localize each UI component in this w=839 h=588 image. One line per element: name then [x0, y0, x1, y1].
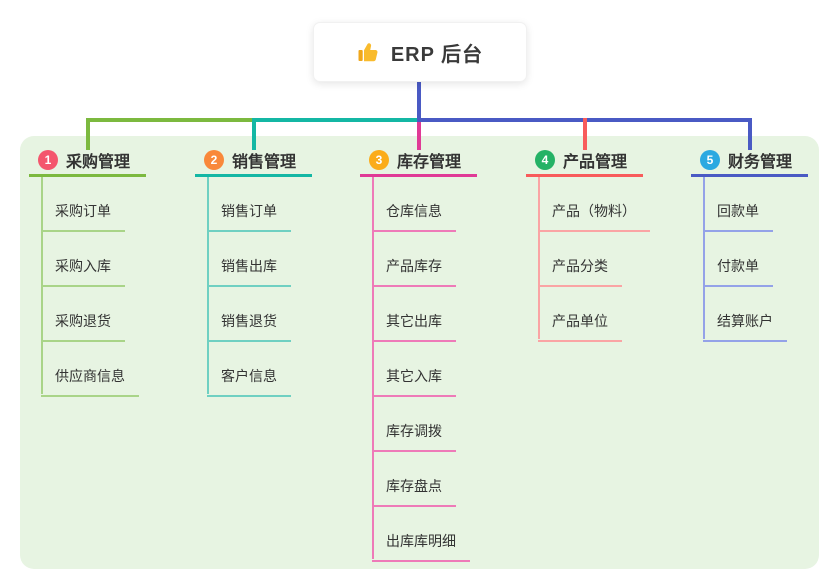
branch-children: 回款单付款单结算账户	[703, 177, 839, 342]
child-node[interactable]: 其它出库	[372, 287, 456, 342]
child-label: 付款单	[717, 258, 759, 274]
branch5-drop-line	[747, 118, 752, 150]
child-label: 产品分类	[552, 258, 608, 274]
branch-children: 采购订单采购入库采购退货供应商信息	[41, 177, 189, 397]
branch-column-3: 3 库存管理仓库信息产品库存其它出库其它入库库存调拨库存盘点出库库明细	[360, 146, 520, 562]
root-node[interactable]: ERP 后台	[313, 22, 527, 82]
branch-children: 产品（物料） 产品分类产品单位	[538, 177, 686, 342]
child-label: 供应商信息	[55, 368, 125, 384]
child-node[interactable]: 销售订单	[207, 177, 291, 232]
child-node[interactable]: 库存调拨	[372, 397, 456, 452]
branch2-drop-line	[251, 118, 256, 150]
child-label: 产品库存	[386, 258, 442, 274]
child-node[interactable]: 回款单	[703, 177, 773, 232]
branch-label: 销售管理	[232, 154, 297, 171]
branch-children: 仓库信息产品库存其它出库其它入库库存调拨库存盘点出库库明细	[372, 177, 520, 562]
branch-underline	[29, 174, 146, 177]
child-node[interactable]: 供应商信息	[41, 342, 139, 397]
branch-node-3[interactable]: 3 库存管理	[360, 146, 520, 174]
branch-index-badge: 4	[535, 150, 555, 170]
branch-underline	[195, 174, 312, 177]
child-node[interactable]: 库存盘点	[372, 452, 456, 507]
branch-column-1: 1 采购管理采购订单采购入库采购退货供应商信息	[29, 146, 189, 397]
branch4-drop-line	[582, 118, 587, 150]
branch-index-badge: 1	[38, 150, 58, 170]
child-node[interactable]: 客户信息	[207, 342, 291, 397]
children-connector-line	[372, 177, 374, 559]
child-label: 产品单位	[552, 313, 608, 329]
branch-index-badge: 2	[204, 150, 224, 170]
child-node[interactable]: 销售退货	[207, 287, 291, 342]
child-label: 销售退货	[221, 313, 277, 329]
trunk-line	[416, 82, 421, 122]
child-label: 仓库信息	[386, 203, 442, 219]
child-label: 库存盘点	[386, 478, 442, 494]
branch-underline	[691, 174, 808, 177]
child-label: 采购退货	[55, 313, 111, 329]
branch-underline	[526, 174, 643, 177]
child-label: 采购订单	[55, 203, 111, 219]
child-label: 其它入库	[386, 368, 442, 384]
child-node[interactable]: 销售出库	[207, 232, 291, 287]
child-node[interactable]: 采购订单	[41, 177, 125, 232]
branch-label: 财务管理	[728, 154, 793, 171]
child-label: 销售出库	[221, 258, 277, 274]
child-node[interactable]: 产品单位	[538, 287, 622, 342]
children-connector-line	[703, 177, 705, 339]
children-connector-line	[538, 177, 540, 339]
child-label: 结算账户	[717, 313, 773, 329]
child-label: 其它出库	[386, 313, 442, 329]
child-node[interactable]: 产品分类	[538, 232, 622, 287]
thumbs-up-icon	[357, 40, 381, 64]
children-connector-line	[41, 177, 43, 394]
branch-node-2[interactable]: 2 销售管理	[195, 146, 355, 174]
branch-index-badge: 5	[700, 150, 720, 170]
child-node[interactable]: 采购退货	[41, 287, 125, 342]
branch-node-1[interactable]: 1 采购管理	[29, 146, 189, 174]
branch-column-2: 2 销售管理销售订单销售出库销售退货客户信息	[195, 146, 355, 397]
background-panel	[20, 136, 819, 569]
child-label: 采购入库	[55, 258, 111, 274]
child-node[interactable]: 采购入库	[41, 232, 125, 287]
child-node[interactable]: 结算账户	[703, 287, 787, 342]
branch1-horizontal-line	[85, 118, 256, 122]
child-label: 销售订单	[221, 203, 277, 219]
child-node[interactable]: 产品库存	[372, 232, 456, 287]
branch-label: 库存管理	[397, 154, 462, 171]
branch-column-4: 4 产品管理产品（物料） 产品分类产品单位	[526, 146, 686, 342]
child-node[interactable]: 产品（物料）	[538, 177, 650, 232]
branch-node-4[interactable]: 4 产品管理	[526, 146, 686, 174]
children-connector-line	[207, 177, 209, 394]
child-label: 客户信息	[221, 368, 277, 384]
branch-label: 产品管理	[563, 154, 628, 171]
branch2-horizontal-line	[251, 118, 421, 122]
child-label: 出库库明细	[386, 533, 456, 549]
child-node[interactable]: 仓库信息	[372, 177, 456, 232]
branch-index-badge: 3	[369, 150, 389, 170]
branch-children: 销售订单销售出库销售退货客户信息	[207, 177, 355, 397]
branch3-drop-line	[416, 122, 421, 150]
branch-node-5[interactable]: 5 财务管理	[691, 146, 839, 174]
child-label: 库存调拨	[386, 423, 442, 439]
branch-column-5: 5 财务管理回款单付款单结算账户	[691, 146, 839, 342]
child-label: 产品（物料）	[552, 203, 636, 219]
branch-underline	[360, 174, 477, 177]
child-node[interactable]: 其它入库	[372, 342, 456, 397]
root-label: ERP 后台	[390, 43, 484, 66]
branch-label: 采购管理	[66, 154, 131, 171]
child-node[interactable]: 付款单	[703, 232, 773, 287]
child-node[interactable]: 出库库明细	[372, 507, 470, 562]
branch1-drop-line	[85, 118, 90, 150]
child-label: 回款单	[717, 203, 759, 219]
